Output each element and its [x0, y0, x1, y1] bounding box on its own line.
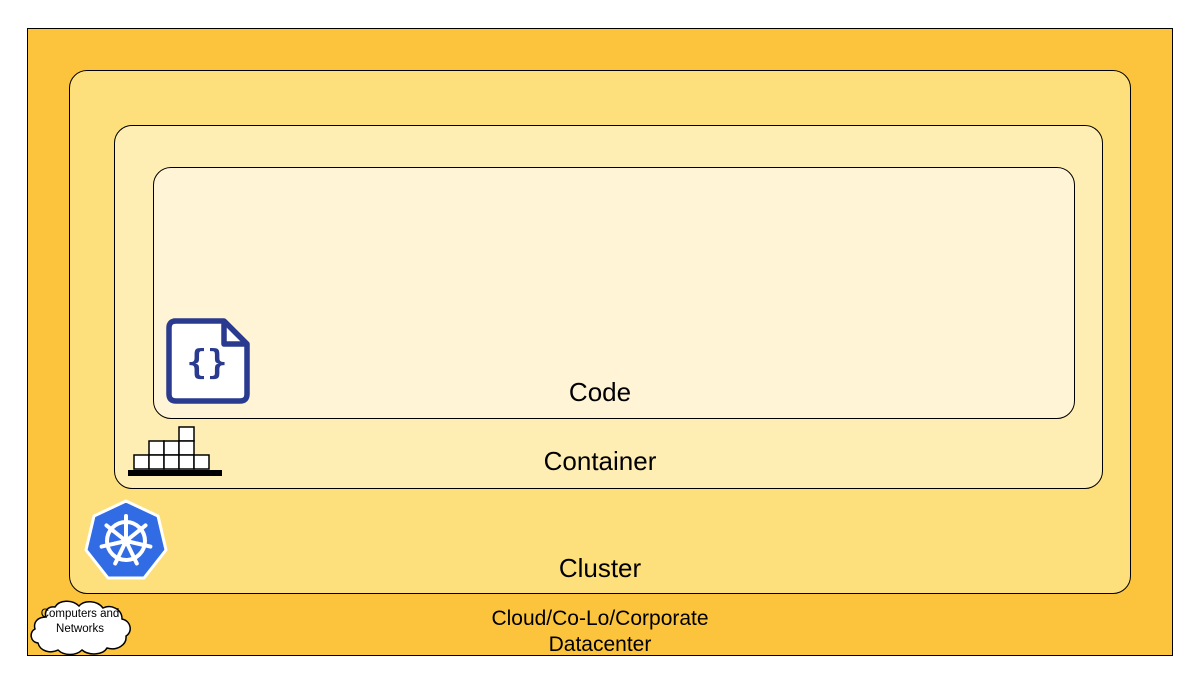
- svg-text:{}: {}: [187, 343, 228, 383]
- code-file-icon: {}: [166, 318, 250, 409]
- datacenter-label-line1: Cloud/Co-Lo/Corporate: [491, 607, 709, 630]
- kubernetes-helm-icon: [83, 498, 169, 589]
- cloud-label-line1: Computers and: [40, 608, 120, 620]
- container-stack-icon: [127, 425, 223, 484]
- cloud-icon: [28, 595, 134, 662]
- datacenter-label-line2: Datacenter: [548, 633, 652, 656]
- container-label: Container: [543, 446, 657, 476]
- cloud-label: Computers and Networks: [28, 607, 132, 637]
- code-label: Code: [568, 377, 632, 407]
- datacenter-label: Cloud/Co-Lo/Corporate Datacenter: [400, 606, 800, 658]
- cluster-label: Cluster: [558, 553, 642, 583]
- cloud-label-line2: Networks: [56, 623, 104, 635]
- code-layer: [153, 167, 1075, 419]
